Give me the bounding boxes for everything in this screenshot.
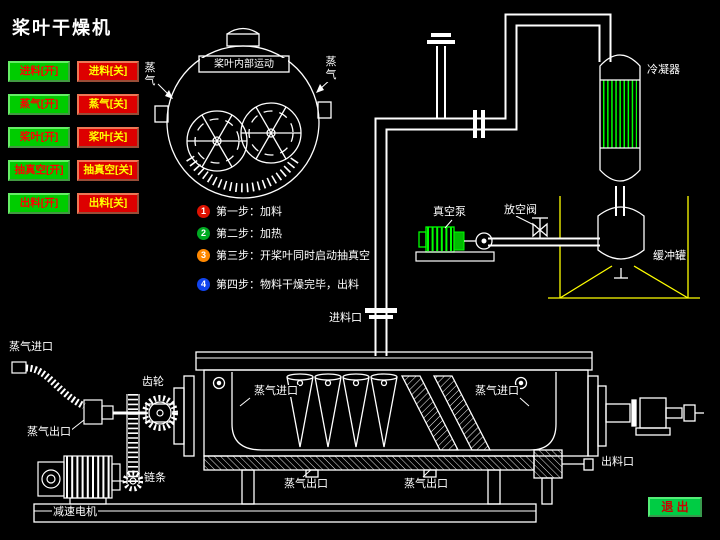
- vacuum-piping: [365, 13, 625, 356]
- condenser-label: 冷凝器: [646, 64, 681, 76]
- operation-steps: 1 第一步：加料 2 第二步：加热 3 第三步：开桨叶同时启动抽真空 4 第四步…: [197, 203, 370, 298]
- vent-valve: [515, 215, 548, 238]
- paddle-wheel-right: [240, 102, 302, 164]
- chain-label: 链条: [143, 472, 167, 484]
- feed-open-button[interactable]: 进料[开]: [8, 61, 70, 82]
- label-leaders: [69, 397, 530, 478]
- gear-motor-label: 减速电机: [52, 506, 98, 518]
- step-row-1: 1 第一步：加料: [197, 203, 370, 219]
- steam-outlet-bottom-left-label: 蒸气出口: [283, 478, 329, 490]
- step-text: 第四步：物料干燥完毕，出料: [216, 279, 359, 291]
- page-title: 桨叶干燥机: [12, 18, 112, 38]
- step-text: 第三步：开桨叶同时启动抽真空: [216, 250, 370, 262]
- buffer-tank-label: 缓冲罐: [652, 250, 687, 262]
- discharge-close-button[interactable]: 出料[关]: [77, 193, 139, 214]
- drum-steam-left-label: 蒸气: [143, 62, 157, 88]
- condenser: [599, 54, 641, 182]
- gear-motor: [37, 455, 121, 505]
- drum-caption: 桨叶内部运动: [200, 58, 288, 71]
- paddle-wheel-left: [186, 110, 248, 172]
- feed-inlet-label: 进料口: [328, 312, 363, 324]
- steam-open-button[interactable]: 蒸气[开]: [8, 94, 70, 115]
- gear-label: 齿轮: [141, 376, 165, 388]
- control-button-grid: 进料[开] 进料[关] 蒸气[开] 蒸气[关] 桨叶[开] 桨叶[关] 抽真空[…: [8, 61, 139, 214]
- tank-support-stand: [548, 196, 700, 299]
- vacuum-close-button[interactable]: 抽真空[关]: [77, 160, 139, 181]
- drum-cutaway: [154, 27, 333, 199]
- drum-steam-right-label: 蒸气: [324, 56, 338, 82]
- discharge-outlet-label: 出料口: [600, 456, 635, 468]
- vacuum-pump-label: 真空泵: [432, 206, 467, 218]
- vacuum-pump: [415, 219, 495, 262]
- buffer-tank: [597, 206, 645, 279]
- step-number-badge: 4: [197, 277, 210, 291]
- steam-outlet-bottom-right-label: 蒸气出口: [403, 478, 449, 490]
- step-number-badge: 1: [197, 204, 210, 218]
- paddle-close-button[interactable]: 桨叶[关]: [77, 127, 139, 148]
- step-row-4: 4 第四步：物料干燥完毕，出料: [197, 276, 370, 292]
- vessel-steam-inlet-right-label: 蒸气进口: [474, 385, 520, 397]
- step-row-2: 2 第二步：加热: [197, 225, 370, 241]
- vent-valve-label: 放空阀: [503, 204, 538, 216]
- vessel-steam-inlet-left-label: 蒸气进口: [253, 385, 299, 397]
- step-text: 第二步：加热: [216, 228, 282, 240]
- vacuum-open-button[interactable]: 抽真空[开]: [8, 160, 70, 181]
- steam-close-button[interactable]: 蒸气[关]: [77, 94, 139, 115]
- steam-outlet-left-label: 蒸气出口: [26, 426, 72, 438]
- step-row-3: 3 第三步：开桨叶同时启动抽真空: [197, 247, 370, 263]
- steam-hose: [11, 361, 146, 425]
- feed-close-button[interactable]: 进料[关]: [77, 61, 139, 82]
- steam-inlet-left-label: 蒸气进口: [8, 341, 54, 353]
- step-number-badge: 2: [197, 226, 210, 240]
- step-number-badge: 3: [197, 248, 210, 262]
- discharge-open-button[interactable]: 出料[开]: [8, 193, 70, 214]
- dryer-vessel: [33, 351, 704, 523]
- paddle-open-button[interactable]: 桨叶[开]: [8, 127, 70, 148]
- exit-button[interactable]: 退 出: [648, 497, 702, 517]
- step-text: 第一步：加料: [216, 206, 282, 218]
